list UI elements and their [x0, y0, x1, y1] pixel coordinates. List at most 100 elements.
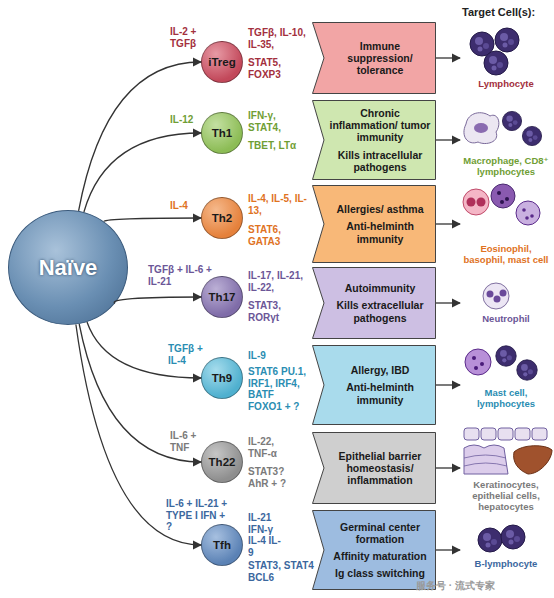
- watermark: 服务号 · 流式专家: [416, 580, 554, 592]
- subset-name: Th9: [212, 372, 232, 384]
- function-box-shape: [313, 346, 436, 425]
- lymphocyte-cell: [495, 28, 519, 52]
- function-box-shape: [313, 23, 436, 94]
- basophil-granule: [500, 200, 504, 204]
- target-cell: Neutrophil: [460, 280, 552, 325]
- function-box: Epithelial barrier homeostasis/ inflamma…: [312, 432, 436, 504]
- function-box-shape: [313, 101, 436, 180]
- function-box-body: Epithelial barrier homeostasis/ inflamma…: [312, 432, 436, 504]
- neutrophil-lobe: [487, 291, 494, 298]
- eosinophil-cell: [463, 189, 489, 215]
- subset-cell: Tfh: [201, 524, 243, 566]
- b-lymphocyte-cell: [501, 525, 525, 549]
- target-cell: Lymphocyte: [460, 25, 552, 90]
- connector-arrow: [79, 62, 201, 211]
- cytokine-factor-list: STAT3, STAT4 BCL6: [248, 560, 320, 583]
- connector-arrow: [87, 322, 201, 378]
- target-cell: Keratinocytes, epithelial cells, hepatoc…: [460, 425, 552, 513]
- connector-arrow: [76, 325, 201, 546]
- cytokine-factor-list: TGFβ, IL-10, IL-35,: [248, 27, 308, 50]
- function-text: Kills intracellular pathogens: [328, 149, 432, 173]
- subset-name: Tfh: [213, 539, 231, 551]
- mast-cell-granule: [525, 216, 529, 220]
- inducing-cytokines: TGFβ + IL-4: [168, 343, 213, 366]
- cytokine-factor-list: STAT6, GATA3: [248, 224, 310, 247]
- mast-cell: [465, 349, 491, 375]
- lymphocyte-cell: [517, 360, 537, 380]
- mast-cell-granule: [472, 356, 476, 360]
- b-lymphocyte-cell: [478, 528, 502, 552]
- function-box: Chronic inflammation/ tumor immunityKill…: [312, 100, 436, 180]
- cytokine-factor-list: IL-4, IL-5, IL-13,: [248, 193, 310, 216]
- function-box: Allergy, IBDAnti-helminth immunity: [312, 345, 436, 425]
- lymphocyte-cell: [484, 51, 508, 75]
- connector-arrow: [436, 223, 460, 224]
- epithelial-cell: [498, 428, 513, 440]
- cytokine-factor-list: TBET, LTα: [248, 140, 316, 152]
- function-text: Affinity maturation: [328, 550, 432, 562]
- function-text: Anti-helminth immunity: [328, 381, 432, 405]
- subset-name: Th17: [209, 291, 236, 303]
- target-cell: B-lymphocyte: [460, 524, 552, 570]
- basophil-granule: [497, 191, 501, 195]
- function-box-body: Immune suppression/ tolerance: [312, 22, 436, 94]
- macrophage-cell: [464, 113, 499, 144]
- subset-cell: Th2: [201, 197, 243, 239]
- basophil-granule: [505, 197, 509, 201]
- cytokine-factor-list: STAT6 PU.1, IRF1, IRF4, BATF FOXO1 + ?: [248, 366, 310, 412]
- connector-arrow: [436, 139, 460, 140]
- lymphocyte-cell: [496, 346, 516, 366]
- function-box: Allergies/ asthmaAnti-helminth immunity: [312, 185, 436, 263]
- connector-arrow: [436, 467, 460, 468]
- function-box: AutoimmunityKills extracellular pathogen…: [312, 267, 436, 339]
- neutrophil-cell: [483, 283, 509, 309]
- connector-arrow: [114, 297, 201, 303]
- target-cell-label: Lymphocyte: [460, 79, 552, 90]
- neutrophil-lobe: [500, 290, 507, 297]
- inducing-cytokines: IL-6 + TNF: [170, 430, 206, 453]
- target-cell: Macrophage, CD8⁺ lymphocytes: [460, 103, 552, 178]
- target-cell: Mast cell, lymphocytes: [460, 342, 552, 410]
- connector-arrow: [436, 384, 460, 385]
- target-cell: Eosinophil, basophil, mast cell: [460, 182, 552, 266]
- target-cell-label: Neutrophil: [460, 314, 552, 325]
- subset-name: Th2: [212, 212, 232, 224]
- cytokine-factor-list: IL-22, TNF-α: [248, 436, 298, 459]
- target-cell-label: Mast cell, lymphocytes: [460, 388, 552, 410]
- function-box-shape: [313, 511, 436, 590]
- mast-cell-granule: [480, 362, 484, 366]
- function-text: Ig class switching: [328, 567, 432, 579]
- epithelial-cell: [532, 428, 547, 440]
- function-text: Chronic inflammation/ tumor immunity: [328, 107, 432, 143]
- keratinocyte-layer: [464, 445, 508, 474]
- subset-cell: Th9: [201, 357, 243, 399]
- basophil-cell: [491, 184, 515, 208]
- function-box-shape: [313, 268, 436, 339]
- epithelial-cell: [464, 428, 479, 440]
- inducing-cytokines: TGFβ + IL-6 + IL-21: [148, 264, 216, 287]
- lymphocyte-cell: [502, 111, 521, 130]
- mast-cell-granule: [474, 366, 478, 370]
- function-text: Anti-helminth immunity: [328, 220, 432, 244]
- inducing-cytokines: IL-12: [170, 114, 210, 126]
- function-box: Immune suppression/ tolerance: [312, 22, 436, 94]
- epithelial-cell: [481, 428, 496, 440]
- cytokine-factor-list: IL-21 IFN-γ IL-4 IL-9: [248, 512, 284, 558]
- keratinocyte-lines: [464, 455, 507, 466]
- subset-name: Th22: [209, 456, 236, 468]
- subset-cell: iTreg: [201, 41, 243, 83]
- function-text: Immune suppression/ tolerance: [328, 40, 432, 76]
- lymphocyte-cell: [522, 126, 541, 145]
- neutrophil-lobe: [494, 296, 501, 303]
- target-cell-label: Keratinocytes, epithelial cells, hepatoc…: [460, 480, 552, 513]
- eosinophil-nucleus: [467, 198, 476, 207]
- subset-cell: Th22: [201, 441, 243, 483]
- subset-cell: Th1: [201, 112, 243, 154]
- function-box-body: Allergy, IBDAnti-helminth immunity: [312, 345, 436, 425]
- eosinophil-nucleus: [477, 198, 486, 207]
- cytokine-factor-list: STAT5, FOXP3: [248, 57, 308, 80]
- function-text: Kills extracellular pathogens: [328, 299, 432, 323]
- subset-cell: Th17: [201, 276, 243, 318]
- liver-shape: [514, 446, 552, 474]
